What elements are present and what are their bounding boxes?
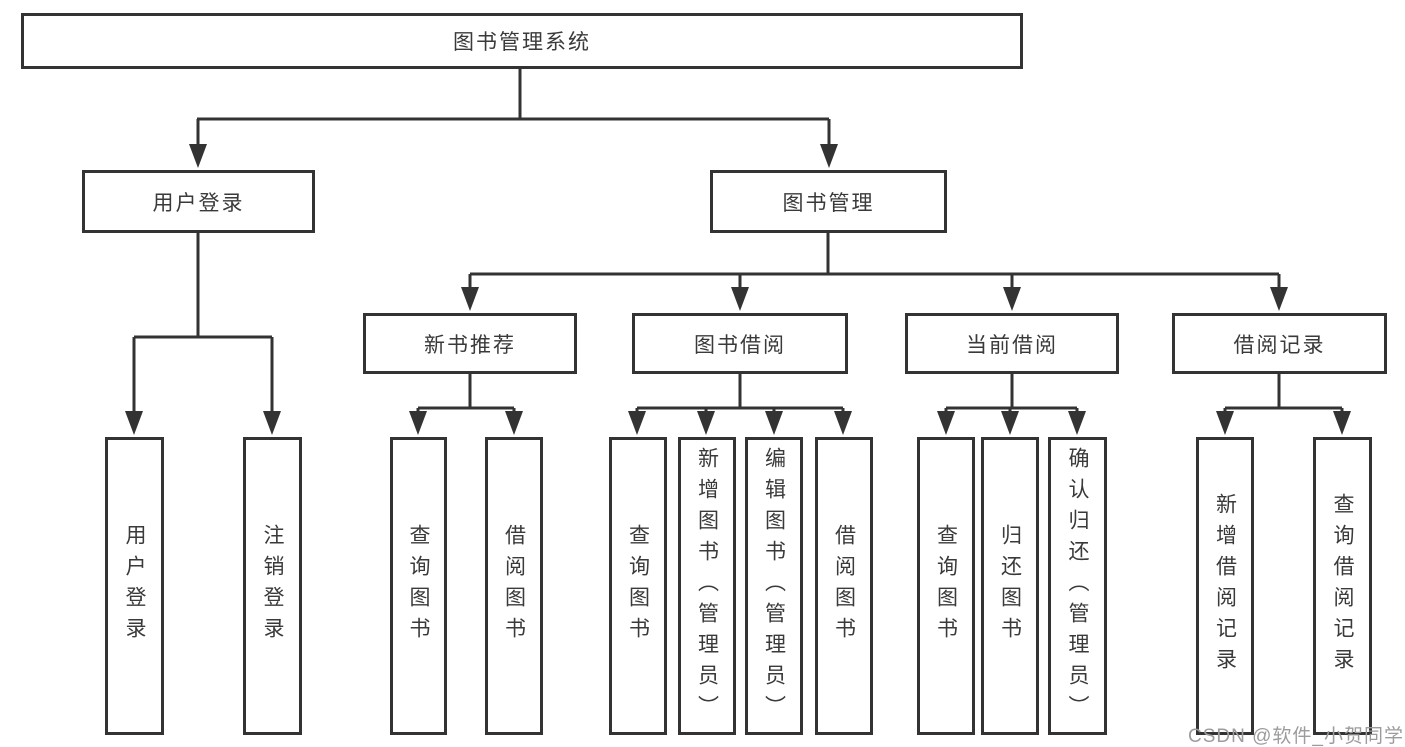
node-borrow-records: 借阅记录 [1172,313,1387,374]
node-label: 查询图书 [407,524,430,648]
node-query-borrow-record: 查询借阅记录 [1313,437,1372,735]
node-label: 图书借阅 [694,333,786,357]
node-query-books-recommend: 查询图书 [390,437,447,735]
node-label: 借阅图书 [502,524,526,648]
node-label: 新增借阅记录 [1213,493,1237,679]
node-query-books-borrow: 查询图书 [609,437,667,735]
node-label: 注销登录 [261,524,284,648]
node-add-borrow-record: 新增借阅记录 [1196,437,1254,735]
node-add-book-admin: 新增图书（管理员） [678,437,736,735]
node-book-management: 图书管理 [710,170,947,233]
node-user-login-leaf: 用户登录 [105,437,164,735]
csdn-watermark: CSDN @软件_小贺同学 [1188,726,1404,747]
node-label: 归还图书 [998,524,1022,648]
node-user-login: 用户登录 [82,170,315,233]
node-label: 查询借阅记录 [1331,493,1354,679]
node-query-books-current: 查询图书 [917,437,975,735]
node-edit-book-admin: 编辑图书（管理员） [745,437,803,735]
node-library-system: 图书管理系统 [21,13,1023,69]
node-new-book-recommend: 新书推荐 [363,313,577,374]
node-logout: 注销登录 [243,437,302,735]
node-label: 图书管理系统 [453,31,591,54]
node-borrow-books-leaf: 借阅图书 [815,437,873,735]
node-current-borrow: 当前借阅 [905,313,1119,374]
node-label: 确认归还（管理员） [1066,446,1089,726]
node-label: 图书管理 [782,191,875,215]
node-label: 当前借阅 [966,333,1058,357]
node-book-borrow: 图书借阅 [632,313,848,374]
node-label: 新增图书（管理员） [695,446,719,726]
node-label: 用户登录 [152,191,245,215]
node-label: 借阅记录 [1233,333,1326,357]
node-borrow-books-recommend: 借阅图书 [485,437,543,735]
node-label: 借阅图书 [832,524,856,648]
node-confirm-return-admin: 确认归还（管理员） [1048,437,1107,735]
node-label: 查询图书 [934,524,958,648]
node-label: 查询图书 [626,524,650,648]
node-label: 用户登录 [123,524,146,648]
node-label: 编辑图书（管理员） [762,446,786,726]
node-return-book: 归还图书 [981,437,1039,735]
node-label: 新书推荐 [424,333,516,357]
